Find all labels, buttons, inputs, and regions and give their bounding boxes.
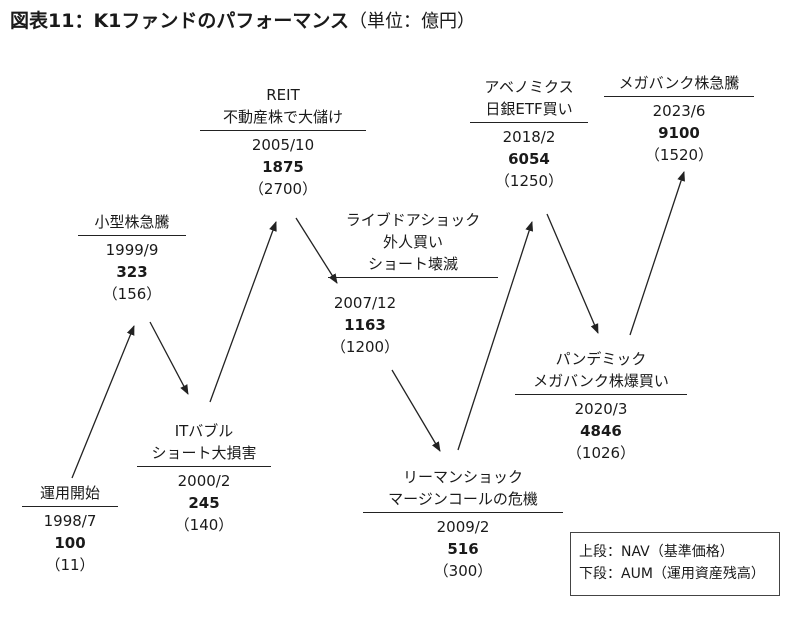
node-nav: 245: [188, 494, 220, 512]
node-date: 2000/2: [177, 472, 231, 490]
node-lehman: リーマンショック マージンコールの危機 2009/2 516 （300）: [363, 466, 563, 582]
arrow-reit-to-livedoor: [295, 217, 338, 284]
node-nav: 1875: [262, 158, 304, 176]
node-label: ITバブル: [174, 422, 234, 440]
node-label: メガバンク株急騰: [604, 72, 754, 97]
node-megabank: メガバンク株急騰 2023/6 9100 （1520）: [604, 72, 754, 166]
node-label: REIT: [266, 86, 300, 104]
figure-title-main: 図表11：K1ファンドのパフォーマンス: [10, 10, 350, 32]
arrow-abenomics-to-pandemic: [546, 213, 599, 334]
node-date: 2005/10: [251, 136, 315, 154]
arrow-start-to-smallcap: [71, 325, 135, 479]
node-start: 運用開始 1998/7 100 （11）: [22, 482, 118, 576]
node-label: パンデミック: [555, 350, 647, 368]
node-abenomics: アベノミクス 日銀ETF買い 2018/2 6054 （1250）: [470, 76, 588, 192]
node-label: マージンコールの危機: [363, 488, 563, 513]
node-date: 1998/7: [43, 512, 97, 530]
node-label: 日銀ETF買い: [470, 98, 588, 123]
node-label: 不動産株で大儲け: [200, 106, 366, 131]
node-date: 2023/6: [652, 102, 706, 120]
node-aum: （140）: [174, 516, 234, 534]
node-nav: 1163: [344, 316, 386, 334]
node-smallcap: 小型株急騰 1999/9 323 （156）: [78, 211, 186, 305]
node-date: 2009/2: [436, 518, 490, 536]
node-aum: （1200）: [330, 338, 400, 356]
node-nav: 9100: [658, 124, 700, 142]
node-aum: （1026）: [566, 444, 636, 462]
node-label: アベノミクス: [484, 78, 574, 96]
arrow-itbubble-to-reit: [209, 221, 277, 403]
node-nav: 6054: [508, 150, 550, 168]
node-nav: 516: [447, 540, 479, 558]
arrow-pandemic-to-megabank: [629, 171, 685, 336]
legend-nav-line: 上段：NAV（基準価格）: [579, 544, 734, 560]
node-aum: （11）: [45, 556, 95, 574]
node-aum: （1520）: [644, 146, 714, 164]
node-label: 外人買い: [382, 233, 443, 251]
node-nav: 100: [54, 534, 86, 552]
legend-aum-line: 下段：AUM（運用資産残高）: [579, 566, 765, 582]
node-label: 小型株急騰: [78, 211, 186, 236]
node-livedoor-labels: ライブドアショック 外人買い ショート壊滅: [328, 209, 498, 281]
node-label: メガバンク株爆買い: [515, 370, 687, 395]
arrow-livedoor-to-lehman: [391, 369, 441, 452]
arrow-lehman-to-abenomics: [457, 221, 534, 451]
node-aum: （2700）: [248, 180, 318, 198]
node-label: ショート壊滅: [328, 253, 498, 278]
legend-box: 上段：NAV（基準価格） 下段：AUM（運用資産残高）: [570, 532, 780, 596]
node-date: 2018/2: [502, 128, 556, 146]
node-livedoor-values: 2007/12 1163 （1200）: [314, 292, 416, 358]
node-reit: REIT 不動産株で大儲け 2005/10 1875 （2700）: [200, 84, 366, 200]
node-pandemic: パンデミック メガバンク株爆買い 2020/3 4846 （1026）: [515, 348, 687, 464]
node-aum: （300）: [433, 562, 493, 580]
figure-title-unit: （単位：億円）: [349, 11, 476, 32]
node-itbubble: ITバブル ショート大損害 2000/2 245 （140）: [137, 420, 271, 536]
node-aum: （1250）: [494, 172, 564, 190]
arrow-smallcap-to-itbubble: [149, 321, 189, 395]
node-aum: （156）: [102, 285, 162, 303]
node-date: 2007/12: [333, 294, 397, 312]
node-label: ライブドアショック: [345, 211, 481, 229]
node-nav: 4846: [580, 422, 622, 440]
node-label: 運用開始: [22, 482, 118, 507]
node-date: 1999/9: [105, 241, 159, 259]
node-date: 2020/3: [574, 400, 628, 418]
figure-title: 図表11：K1ファンドのパフォーマンス（単位：億円）: [10, 6, 475, 33]
node-label: ショート大損害: [137, 442, 271, 467]
node-label: リーマンショック: [402, 468, 523, 486]
node-nav: 323: [116, 263, 148, 281]
